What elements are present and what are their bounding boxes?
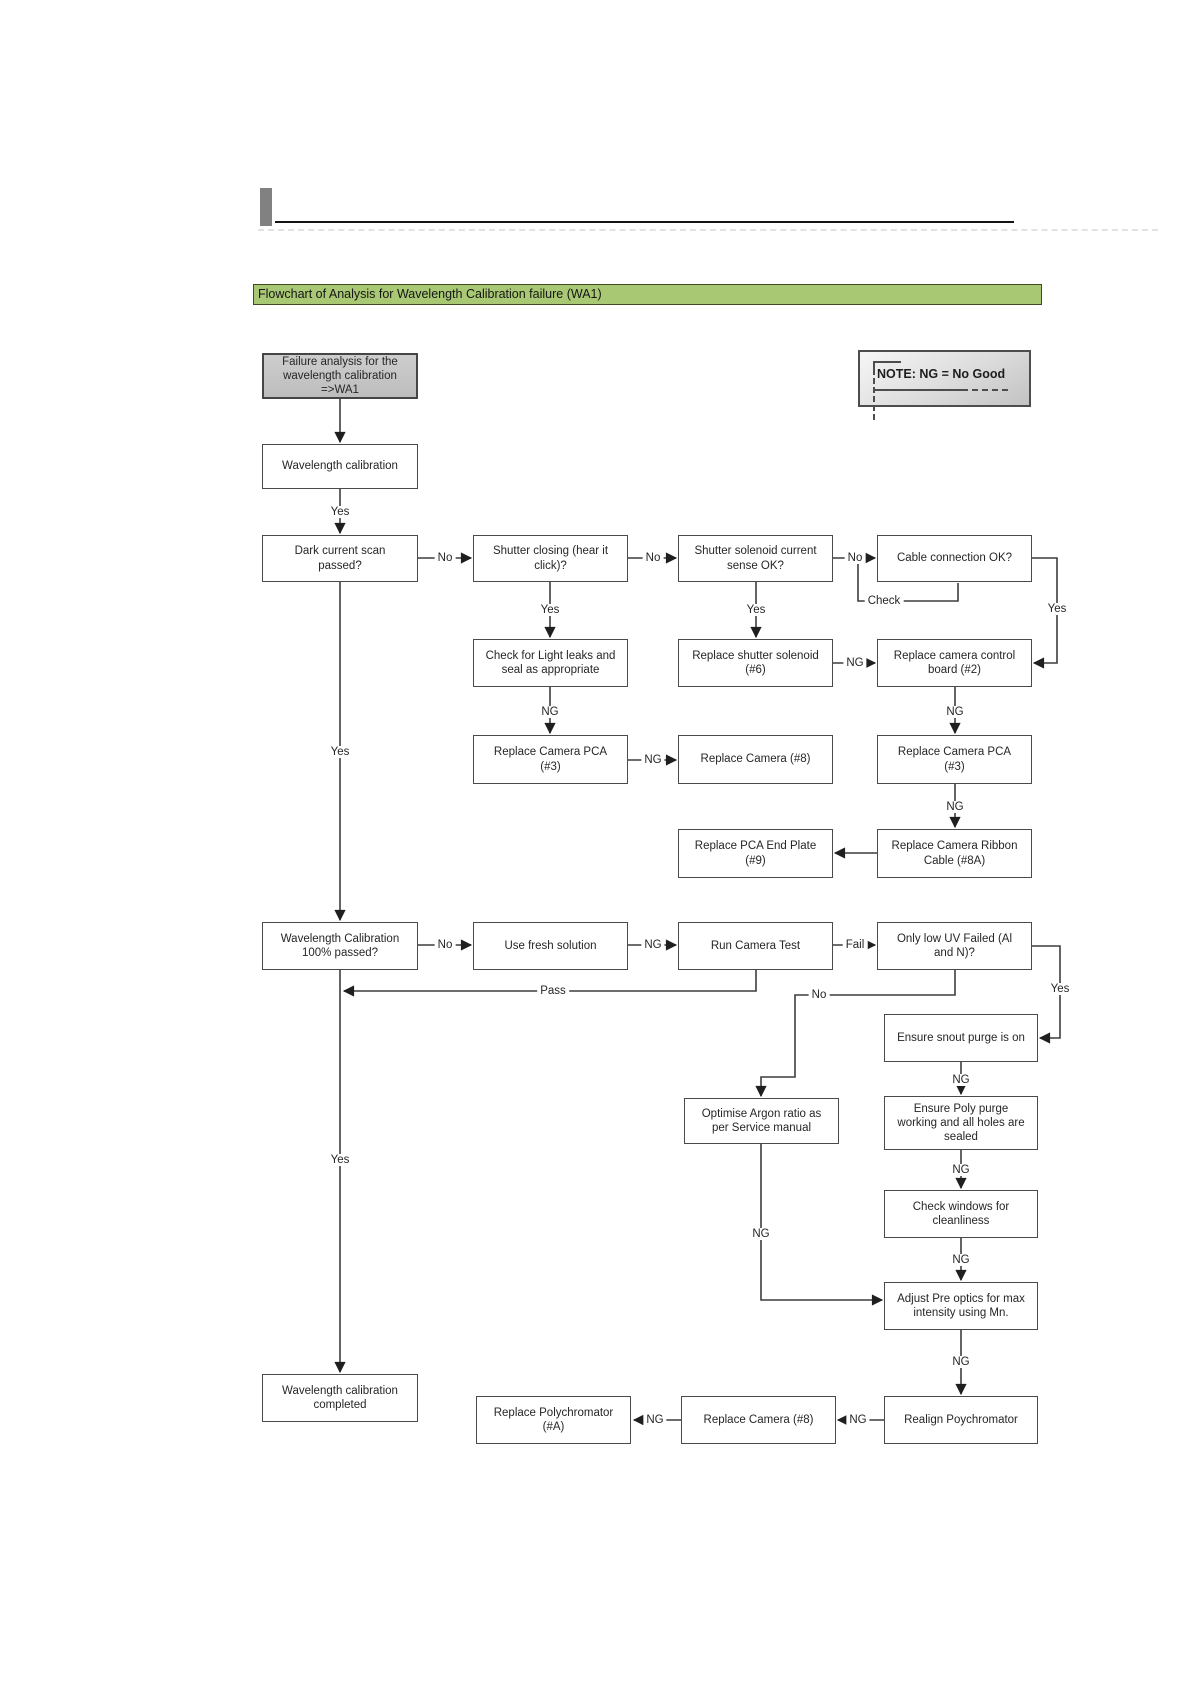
flow-node-replace-solenoid: Replace shutter solenoid (#6) [678,639,833,687]
edge-label-ng-11: NG [949,1356,973,1368]
flow-node-low-uv: Only low UV Failed (Al and N)? [877,922,1032,970]
flow-node-realign-poly: Realign Poychromator [884,1396,1038,1444]
flow-node-pre-optics: Adjust Pre optics for max intensity usin… [884,1282,1038,1330]
flow-node-poly-purge: Ensure Poly purge working and all holes … [884,1096,1038,1150]
flow-node-replace-poly-a: Replace Polychromator (#A) [476,1396,631,1444]
edge-label-yes-6: Yes [327,1154,353,1166]
edge-label-no-3: No [844,552,866,564]
edge-label-no-4: No [434,939,456,951]
note-text: NOTE: NG = No Good [877,367,1006,381]
flow-node-camera8-mid: Replace Camera (#8) [678,735,833,784]
flow-node-completed: Wavelength calibration completed [262,1374,418,1422]
flow-node-wl-cal: Wavelength calibration [262,444,418,489]
flow-node-cable-ok: Cable connection OK? [877,535,1032,582]
flowchart-title-bar: Flowchart of Analysis for Wavelength Cal… [253,284,1042,305]
note-corner-line-vertical [873,361,875,369]
note-box [858,350,1031,407]
flow-node-start: Failure analysis for the wavelength cali… [262,353,418,399]
flow-node-snout-purge: Ensure snout purge is on [884,1014,1038,1062]
edge-label-no-1: No [434,552,456,564]
flow-node-pca3-left: Replace Camera PCA (#3) [473,735,628,784]
section-tab-marker [260,188,272,226]
header-rule [275,221,1014,223]
edge-label-yes-4: Yes [1044,603,1070,615]
edge-label-ng-4: NG [641,754,665,766]
edge-label-ng-5: NG [943,801,967,813]
flow-node-dark-scan: Dark current scan passed? [262,535,418,582]
flow-node-camera-test: Run Camera Test [678,922,833,970]
flow-node-camera-ctrl-board: Replace camera control board (#2) [877,639,1032,687]
edge-argon-preoptics [760,1144,884,1306]
flow-node-wc100: Wavelength Calibration 100% passed? [262,922,418,970]
note-underline [874,389,962,391]
edge-label-ng-13: NG [643,1414,667,1426]
edge-label-ng-1: NG [843,657,867,669]
flow-node-shutter-closing: Shutter closing (hear it click)? [473,535,628,582]
edge-label-yes-1: Yes [327,506,353,518]
edge-label-no-5: No [808,989,830,1001]
edge-label-yes-2: Yes [537,604,563,616]
edge-label-ng-8: NG [949,1164,973,1176]
flow-node-argon: Optimise Argon ratio as per Service manu… [684,1098,839,1144]
edge-lowuv-argon [755,970,956,1098]
edge-pass-return [342,970,757,997]
edge-label-ng-6: NG [641,939,665,951]
note-dashed-leader [873,369,875,420]
edge-label-yes-3: Yes [743,604,769,616]
note-underline-dashed [962,389,1008,391]
edge-label-no-2: No [642,552,664,564]
edge-label-yes-5: Yes [327,746,353,758]
flow-node-pca3-right: Replace Camera PCA (#3) [877,735,1032,784]
flow-node-camera8-bottom: Replace Camera (#8) [681,1396,836,1444]
flow-node-solenoid-sense: Shutter solenoid current sense OK? [678,535,833,582]
header-dotted-rule [258,229,1158,231]
edge-label-pass: Pass [537,985,569,997]
edge-label-ng-10: NG [749,1228,773,1240]
flow-node-windows: Check windows for cleanliness [884,1190,1038,1238]
edge-label-ng-2: NG [538,706,562,718]
flow-node-ribbon-cable: Replace Camera Ribbon Cable (#8A) [877,829,1032,878]
flow-node-fresh-solution: Use fresh solution [473,922,628,970]
edge-check-loop [857,559,959,602]
flow-node-end-plate: Replace PCA End Plate (#9) [678,829,833,878]
edge-label-ng-7: NG [949,1074,973,1086]
edge-label-check: Check [864,595,904,607]
flow-node-light-leaks: Check for Light leaks and seal as approp… [473,639,628,687]
edge-label-ng-9: NG [949,1254,973,1266]
note-corner-line [873,361,901,363]
edge-label-fail: Fail [842,939,868,951]
edge-label-ng-12: NG [846,1414,870,1426]
edge-label-yes-7: Yes [1047,983,1073,995]
edge-label-ng-3: NG [943,706,967,718]
